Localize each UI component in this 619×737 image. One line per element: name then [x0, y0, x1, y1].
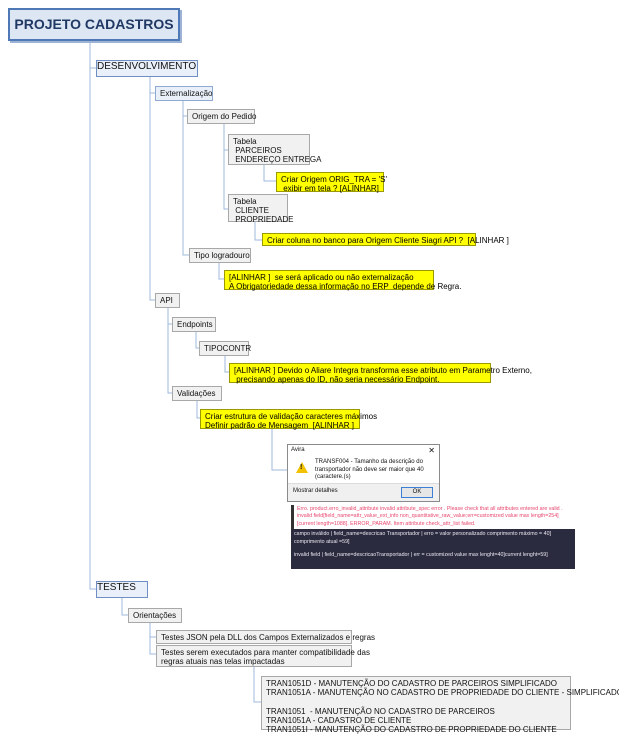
- console-line-2: invalid field | field_name=descricaoTran…: [294, 551, 548, 558]
- warning-mark: !: [300, 464, 303, 471]
- dialog-title: Avira: [291, 447, 305, 453]
- note-origem-orig-tra[interactable]: Criar Origem ORIG_TRA = 'S' exibir em te…: [276, 172, 387, 193]
- node-testes-compatibilidade[interactable]: Testes serem executados para manter comp…: [156, 645, 370, 667]
- node-validacoes[interactable]: Validações: [172, 386, 222, 401]
- ok-button[interactable]: OK: [401, 487, 433, 498]
- node-desenvolvimento[interactable]: DESENVOLVIMENTO: [96, 60, 198, 77]
- node-tipo-logradouro[interactable]: Tipo logradouro: [189, 248, 251, 263]
- show-details-link[interactable]: Mostrar detalhes: [293, 488, 338, 494]
- node-tabela-cliente[interactable]: Tabela CLIENTE PROPRIEDADE: [228, 194, 293, 224]
- note-tipo-logradouro[interactable]: [ALINHAR ] se será aplicado ou não exter…: [224, 270, 461, 291]
- node-endpoints[interactable]: Endpoints: [172, 317, 216, 332]
- console-line-1: campo inválido | field_name=descricao Tr…: [294, 531, 551, 545]
- note-validacoes[interactable]: Criar estrutura de validação caracteres …: [200, 409, 377, 430]
- error-dialog: Avira ✕ ! TRANSF004 - Tamanho da descriç…: [287, 444, 440, 502]
- node-tipocontr[interactable]: TIPOCONTR: [199, 341, 251, 356]
- node-tran-list[interactable]: TRAN1051D - MANUTENÇÃO DO CADASTRO DE PA…: [261, 676, 619, 734]
- node-testes[interactable]: TESTES: [96, 581, 148, 598]
- node-externalizacao[interactable]: Externalização: [155, 86, 213, 101]
- warning-icon: [296, 462, 308, 473]
- node-origem-do-pedido[interactable]: Origem do Pedido: [187, 109, 256, 124]
- console-output-box: campo inválido | field_name=descricao Tr…: [291, 529, 575, 569]
- note-coluna-origem-cliente[interactable]: Criar coluna no banco para Origem Client…: [262, 233, 509, 246]
- dialog-footer: Mostrar detalhes OK: [288, 483, 439, 501]
- node-orientacoes[interactable]: Orientações: [128, 608, 182, 623]
- node-testes-json[interactable]: Testes JSON pela DLL dos Campos External…: [156, 630, 375, 644]
- dialog-message: TRANSF004 - Tamanho da descrição do tran…: [315, 459, 424, 480]
- note-tipocontr[interactable]: [ALINHAR ] Devido o Aliare Integra trans…: [229, 363, 532, 384]
- node-api[interactable]: API: [155, 293, 180, 308]
- close-icon[interactable]: ✕: [428, 446, 435, 455]
- error-text-box: Erro. product.erro_invalid_attribute inv…: [291, 505, 575, 529]
- node-tabela-parceiros[interactable]: Tabela PARCEIROS ENDEREÇO ENTREGA: [228, 134, 321, 165]
- root-node[interactable]: PROJETO CADASTROS: [8, 8, 180, 41]
